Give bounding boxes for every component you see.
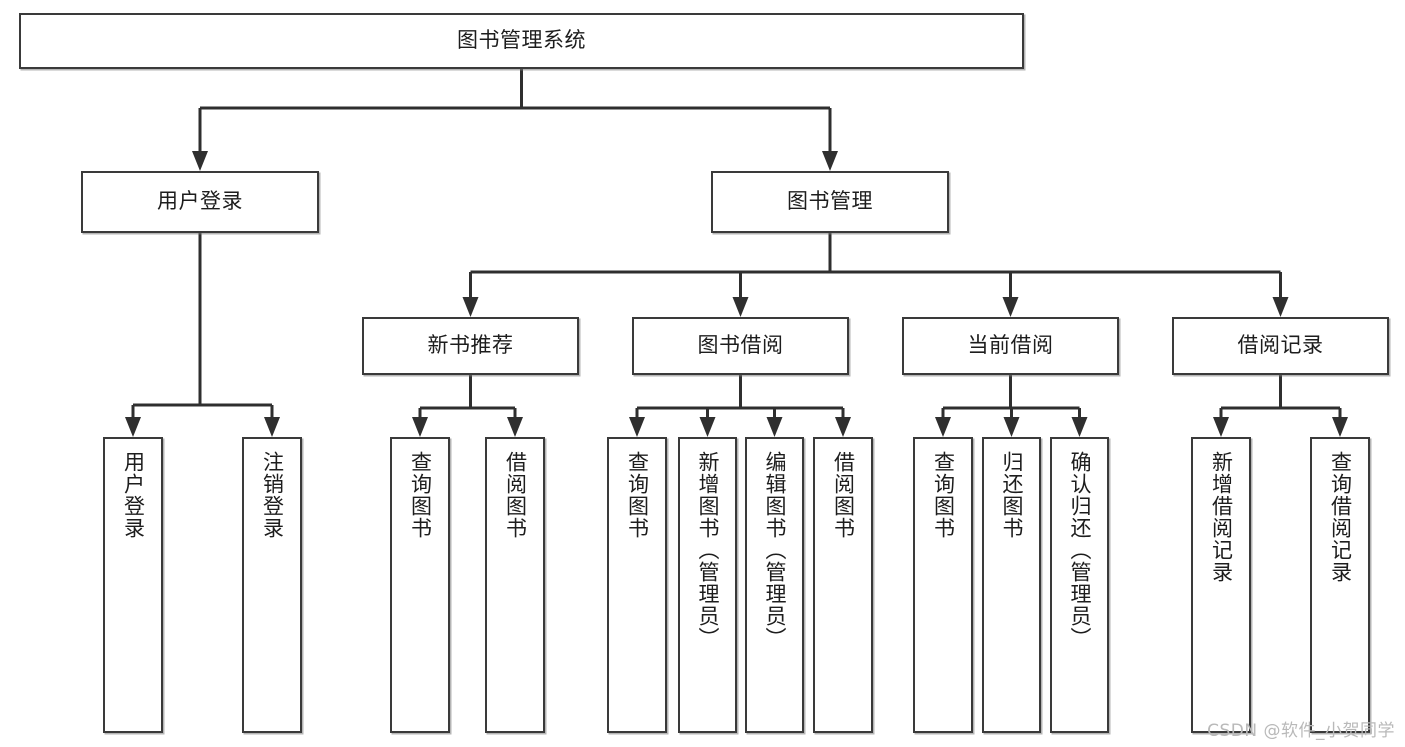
node-label: 借阅图书	[503, 451, 528, 539]
node-leaf-return-book: 归还图书	[982, 437, 1041, 733]
arrowhead-icon	[412, 417, 428, 437]
node-user-login: 用户登录	[81, 171, 319, 233]
node-label: 借阅记录	[1237, 333, 1324, 358]
node-label: 新增图书（管理员）	[695, 451, 720, 649]
arrowhead-icon	[732, 297, 749, 317]
arrowhead-icon	[1071, 417, 1088, 437]
node-root: 图书管理系统	[19, 13, 1024, 69]
node-label: 注销登录	[260, 451, 285, 539]
node-leaf-user-login: 用户登录	[103, 437, 163, 733]
arrowhead-icon	[1213, 417, 1229, 437]
arrowhead-icon	[264, 417, 280, 437]
node-label: 编辑图书（管理员）	[762, 451, 787, 649]
node-leaf-query-record: 查询借阅记录	[1310, 437, 1370, 733]
node-leaf-borrow-book: 借阅图书	[813, 437, 873, 733]
node-label: 图书管理	[787, 189, 873, 214]
node-leaf-query-book-borrow: 查询图书	[607, 437, 667, 733]
node-label: 图书借阅	[697, 333, 784, 358]
node-leaf-edit-book: 编辑图书（管理员）	[745, 437, 804, 733]
node-label: 归还图书	[999, 451, 1024, 539]
node-leaf-logout: 注销登录	[242, 437, 302, 733]
arrowhead-icon	[835, 417, 851, 437]
arrowhead-icon	[462, 297, 479, 317]
arrowhead-icon	[192, 151, 208, 171]
node-leaf-query-book-new: 查询图书	[390, 437, 450, 733]
arrowhead-icon	[935, 417, 951, 437]
arrowhead-icon	[766, 417, 783, 437]
watermark-text: CSDN @软件_小贺同学	[1207, 721, 1395, 741]
node-current-borrow: 当前借阅	[902, 317, 1119, 375]
node-label: 用户登录	[157, 189, 243, 214]
node-book-borrow: 图书借阅	[632, 317, 849, 375]
node-leaf-confirm-return: 确认归还（管理员）	[1050, 437, 1109, 733]
node-book-manage: 图书管理	[711, 171, 949, 233]
arrowhead-icon	[629, 417, 645, 437]
arrowhead-icon	[507, 417, 523, 437]
node-borrow-record: 借阅记录	[1172, 317, 1389, 375]
arrowhead-icon	[699, 417, 716, 437]
node-leaf-add-record: 新增借阅记录	[1191, 437, 1251, 733]
node-label: 确认归还（管理员）	[1067, 451, 1092, 649]
node-leaf-borrow-book-new: 借阅图书	[485, 437, 545, 733]
arrowhead-icon	[822, 151, 838, 171]
node-label: 查询图书	[931, 451, 956, 539]
node-label: 用户登录	[121, 451, 146, 539]
node-label: 查询图书	[408, 451, 433, 539]
node-label: 借阅图书	[831, 451, 856, 539]
node-label: 图书管理系统	[457, 28, 586, 53]
node-label: 新书推荐	[427, 333, 514, 358]
node-leaf-query-book-current: 查询图书	[913, 437, 973, 733]
arrowhead-icon	[125, 417, 141, 437]
node-label: 新增借阅记录	[1209, 451, 1234, 583]
arrowhead-icon	[1272, 297, 1289, 317]
node-label: 当前借阅	[967, 333, 1054, 358]
node-leaf-add-book: 新增图书（管理员）	[678, 437, 737, 733]
node-label: 查询图书	[625, 451, 650, 539]
arrowhead-icon	[1332, 417, 1348, 437]
node-new-book-rec: 新书推荐	[362, 317, 579, 375]
node-label: 查询借阅记录	[1328, 451, 1353, 583]
arrowhead-icon	[1003, 417, 1020, 437]
arrowhead-icon	[1002, 297, 1019, 317]
